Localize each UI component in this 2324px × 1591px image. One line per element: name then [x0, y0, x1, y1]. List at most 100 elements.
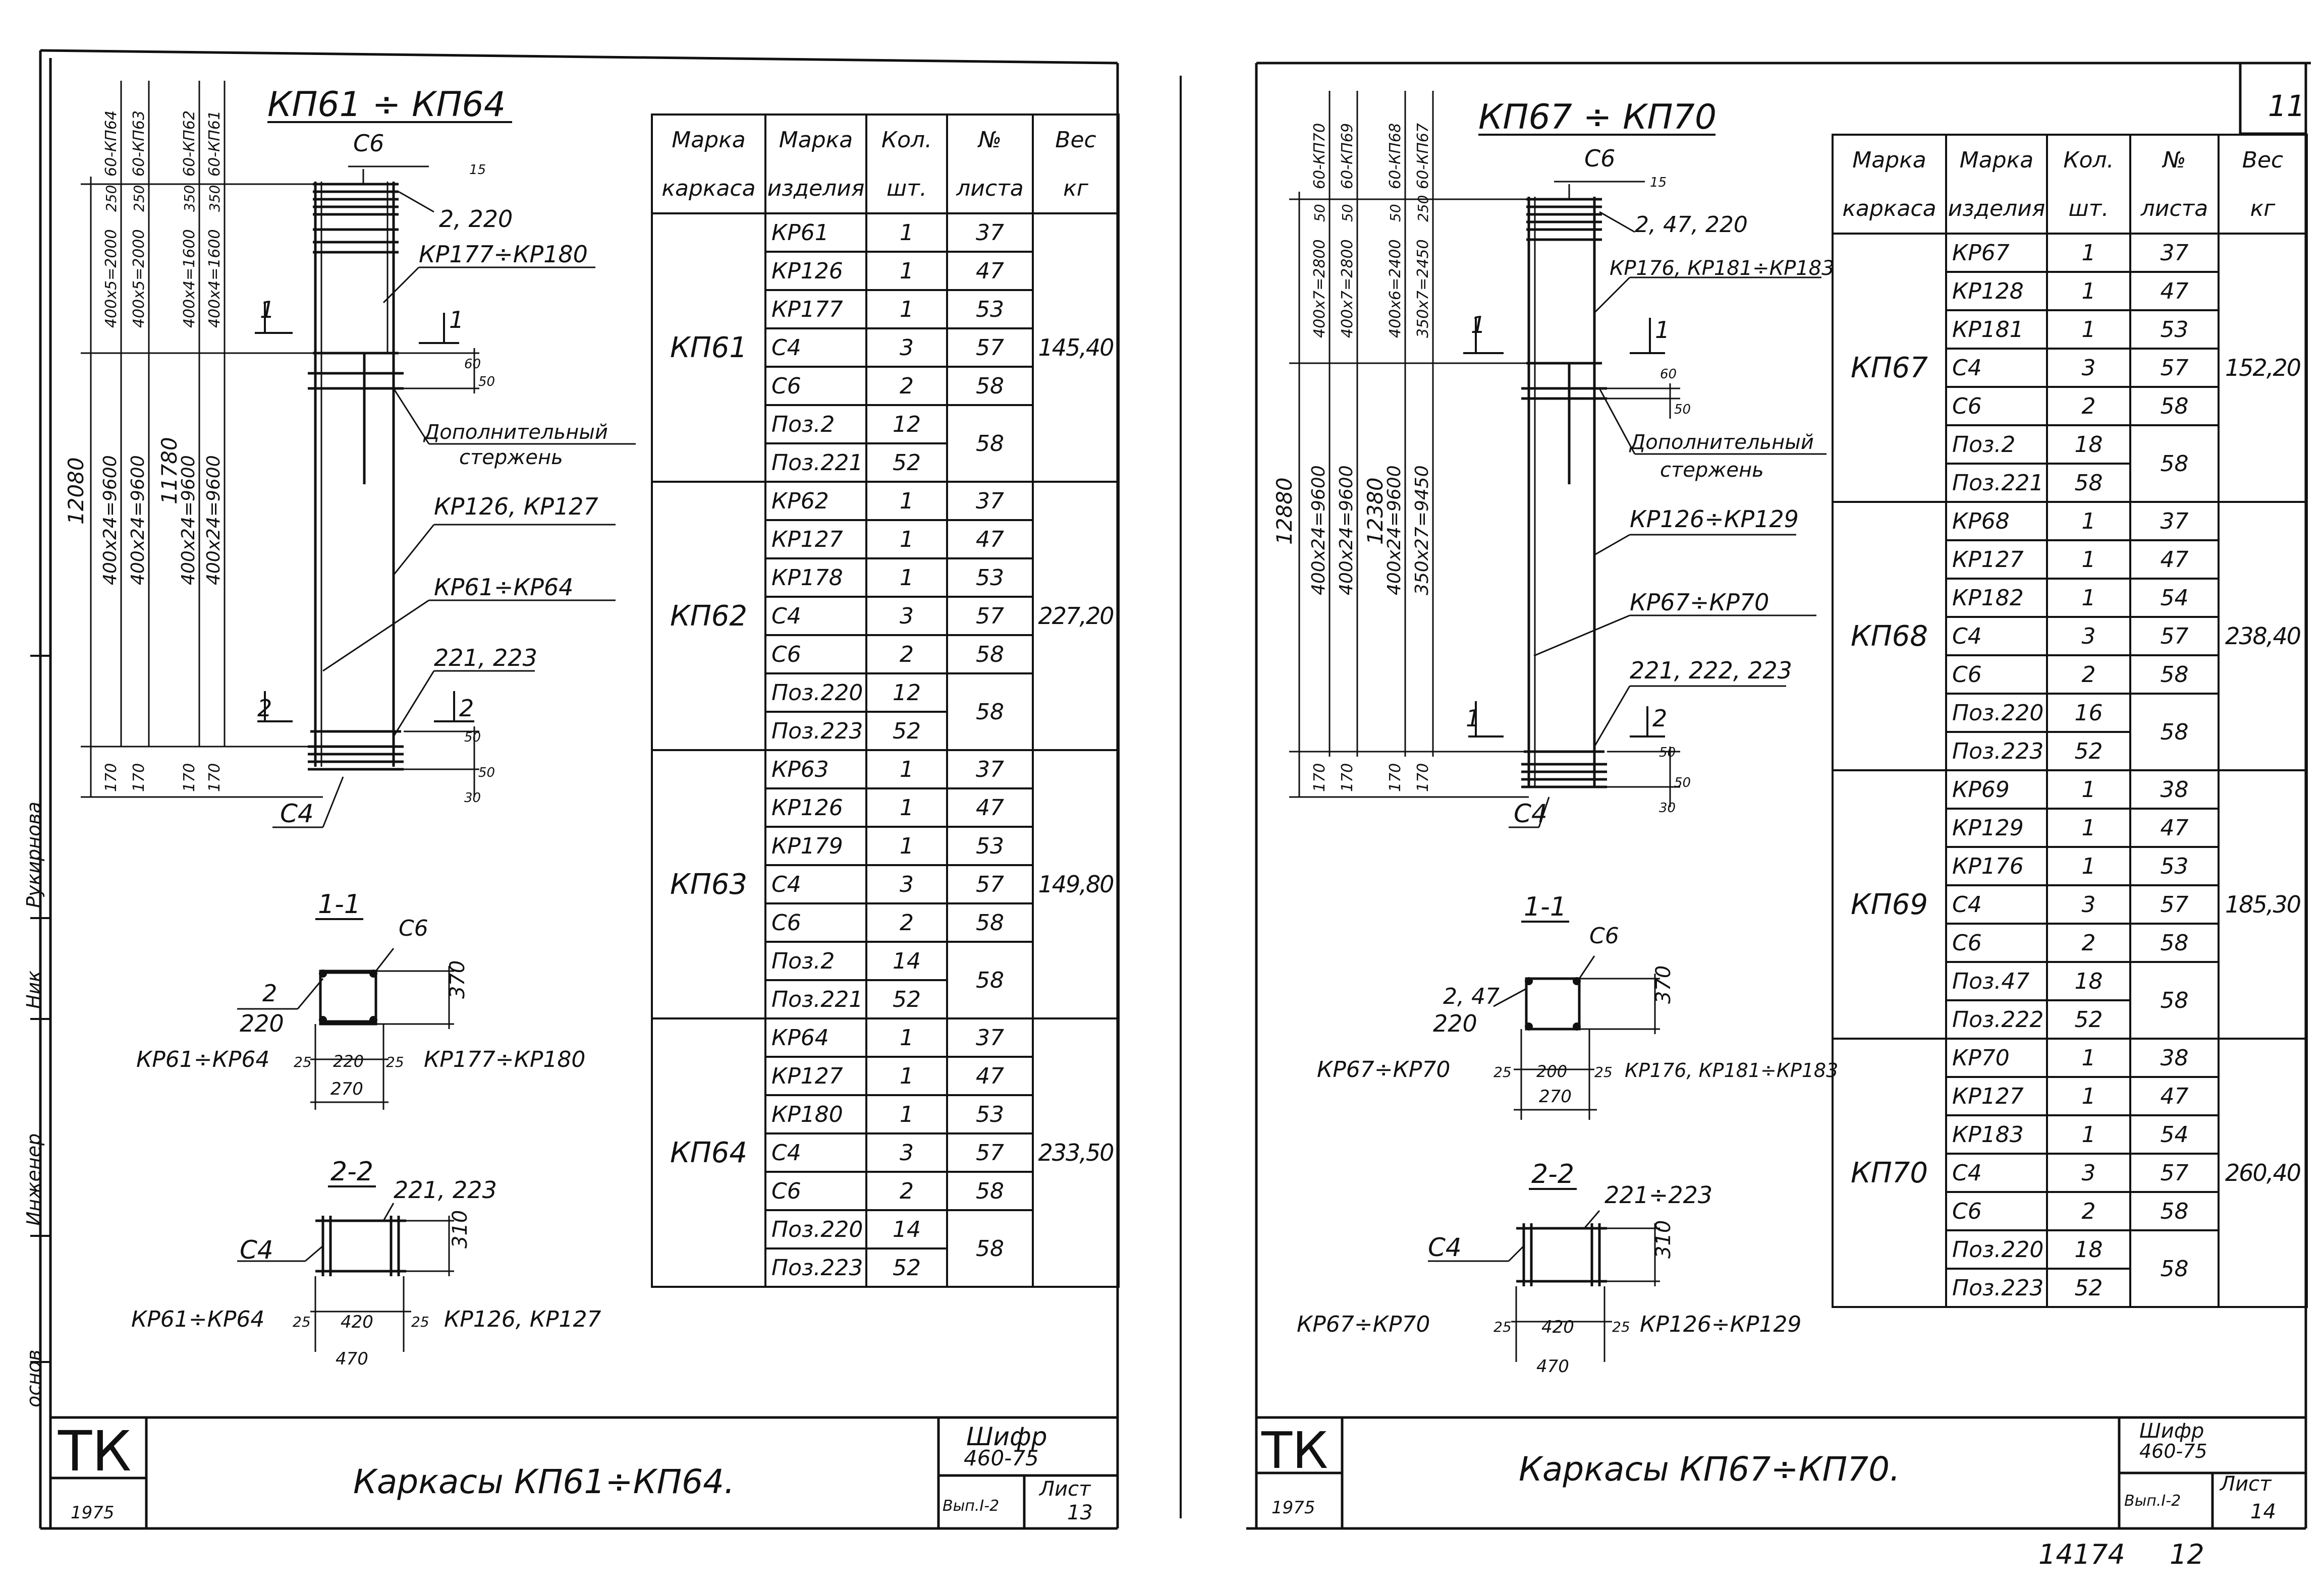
right-s22-h: 310 — [1652, 1220, 1675, 1259]
quantity-cell: 2 — [2046, 654, 2131, 695]
frame-mark-cell: КП67 — [1832, 233, 1947, 503]
quantity-cell: 1 — [2046, 539, 2131, 580]
quantity-cell: 2 — [865, 366, 948, 406]
quantity-cell: 52 — [2046, 1268, 2131, 1308]
sheet-number-cell: 57 — [2129, 348, 2220, 388]
item-mark-cell: С6 — [1945, 386, 2048, 426]
item-mark-cell: КР181 — [1945, 309, 2048, 350]
left-dim-top1: 60-КП64 — [102, 110, 120, 177]
left-label-d15: 15 — [469, 162, 486, 178]
item-mark-cell: КР183 — [1945, 1114, 2048, 1155]
sheet-number-cell: 57 — [2129, 884, 2220, 925]
left-dim-s1: 250 — [103, 185, 120, 212]
quantity-cell: 12 — [865, 672, 948, 713]
left-label-d50b: 50 — [464, 730, 481, 745]
item-mark-cell: С4 — [1945, 616, 2048, 656]
left-s22-c: 25 — [411, 1314, 429, 1330]
left-label-pos: 2, 220 — [439, 205, 513, 233]
footer-archive: 14174 — [2038, 1539, 2125, 1570]
item-mark-cell: Поз.223 — [1945, 731, 2048, 771]
item-mark-cell: С4 — [1945, 348, 2048, 388]
right-s22-kr-l: КР67÷КР70 — [1297, 1312, 1430, 1337]
item-mark-cell: С4 — [1945, 884, 2048, 925]
right-title: КП67 ÷ КП70 — [1478, 97, 1717, 137]
left-stamp-sheet-no: 13 — [1067, 1501, 1093, 1524]
sheet-number-cell: 47 — [2129, 539, 2220, 580]
sheet-number-cell: 53 — [946, 826, 1034, 866]
item-mark-cell: КР68 — [1945, 501, 2048, 541]
left-stamp-year: 1975 — [71, 1503, 115, 1523]
quantity-cell: 2 — [2046, 386, 2131, 426]
right-dim-top3: 60-КП68 — [1387, 123, 1404, 189]
right-section-1-1: 1-1 С6 370 2, 47 220 КР67÷КР70 25 200 25… — [1317, 892, 1838, 1120]
left-s11-a: 25 — [294, 1054, 312, 1070]
left-s22-title: 2-2 — [330, 1157, 373, 1187]
left-cut-2b: 2 — [459, 695, 474, 722]
quantity-cell: 58 — [2046, 463, 2131, 503]
quantity-cell: 18 — [2046, 1229, 2131, 1270]
left-stamp-code: 460-75 — [964, 1446, 1039, 1470]
left-label-p221: 221, 223 — [434, 644, 537, 671]
left-dim-t2: 400х5=2000 — [130, 229, 148, 328]
left-s22-p: 221, 223 — [394, 1176, 497, 1204]
left-dim-s3: 350 — [181, 185, 198, 212]
right-s11-w: 270 — [1539, 1087, 1572, 1107]
item-mark-cell: Поз.220 — [1945, 693, 2048, 733]
sheet-number-cell: 58 — [946, 404, 1034, 483]
right-dim-b2: 170 — [1339, 763, 1356, 792]
right-stamp-issue: Вып.I-2 — [2124, 1492, 2181, 1510]
left-label-kr61: КР61÷КР64 — [434, 574, 573, 601]
left-s11-title: 1-1 — [318, 889, 361, 920]
left-header-item: Марка — [764, 113, 867, 164]
sheet-number-cell: 57 — [2129, 616, 2220, 656]
left-header-row-1: Марка Марка Кол. № Вес — [651, 113, 1120, 164]
right-s22-a: 25 — [1493, 1319, 1512, 1335]
sheet-number-cell: 53 — [946, 557, 1034, 598]
quantity-cell: 2 — [865, 634, 948, 674]
sheet-number-cell: 57 — [946, 1132, 1034, 1173]
right-s22-p: 221÷223 — [1604, 1181, 1712, 1209]
left-stamp-issue: Вып.I-2 — [943, 1497, 999, 1515]
quantity-cell: 1 — [2046, 808, 2131, 848]
quantity-cell: 3 — [2046, 884, 2131, 925]
item-mark-cell: КР69 — [1945, 769, 2048, 810]
quantity-cell: 1 — [2046, 233, 2131, 273]
item-mark-cell: КР127 — [764, 1056, 867, 1096]
item-mark-cell: Поз.223 — [764, 711, 867, 751]
sheet-number-cell: 47 — [2129, 271, 2220, 311]
left-section-1-1: 1-1 С6 370 2 220 КР61÷КР64 25 220 25 КР1… — [136, 889, 585, 1110]
quantity-cell: 52 — [2046, 999, 2131, 1040]
weight-cell: 185,30 — [2218, 769, 2308, 1040]
quantity-cell: 1 — [865, 212, 948, 253]
right-s22-b: 420 — [1541, 1317, 1574, 1337]
item-mark-cell: КР176 — [1945, 846, 2048, 886]
right-header-weight: Вес — [2218, 134, 2308, 184]
left-dim-d1: 400х24=9600 — [100, 455, 121, 585]
weight-cell: 145,40 — [1032, 212, 1120, 483]
quantity-cell: 1 — [2046, 1076, 2131, 1116]
right-header-qty-sub: шт. — [2046, 184, 2131, 235]
item-mark-cell: С4 — [1945, 1153, 2048, 1193]
sheet-number-cell: 37 — [2129, 501, 2220, 541]
sheet-number-cell: 58 — [946, 1209, 1034, 1288]
quantity-cell: 52 — [2046, 731, 2131, 771]
right-stamp-year: 1975 — [1271, 1498, 1315, 1518]
item-mark-cell: КР128 — [1945, 271, 2048, 311]
left-dim-top2: 60-КП63 — [130, 110, 148, 177]
left-s22-w: 470 — [336, 1349, 368, 1369]
sheet-number-cell: 58 — [2129, 386, 2220, 426]
left-dim-12080: 12080 — [64, 457, 88, 525]
left-label-extra2: стержень — [459, 446, 563, 469]
item-mark-cell: Поз.47 — [1945, 961, 2048, 1001]
left-elevation: КП61 ÷ КП64 — [64, 81, 636, 828]
sheet-number-cell: 47 — [946, 519, 1034, 559]
